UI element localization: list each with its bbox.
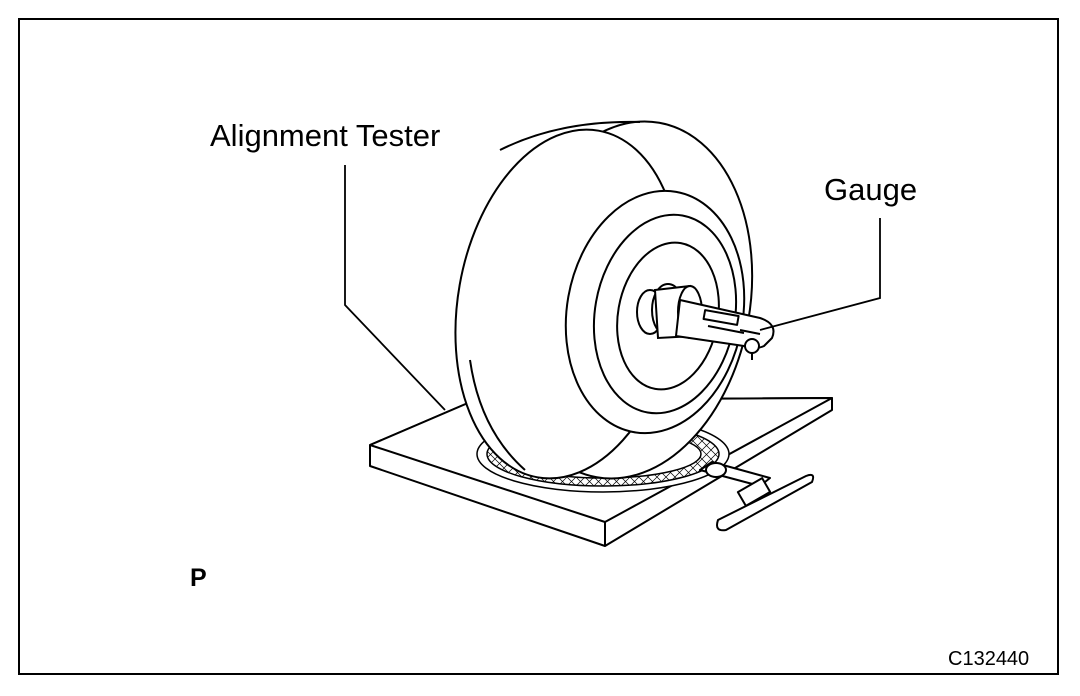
figure-code: C132440	[948, 648, 1030, 670]
camber-gauge	[675, 299, 775, 360]
gauge-leader	[759, 218, 881, 331]
pointer-handle	[699, 461, 815, 532]
view-letter: P	[190, 564, 207, 592]
alignment-tester-label: Alignment Tester	[210, 118, 441, 153]
alignment-tester-leader	[344, 165, 446, 411]
leader-lines	[344, 165, 881, 411]
gauge-label: Gauge	[824, 172, 918, 207]
